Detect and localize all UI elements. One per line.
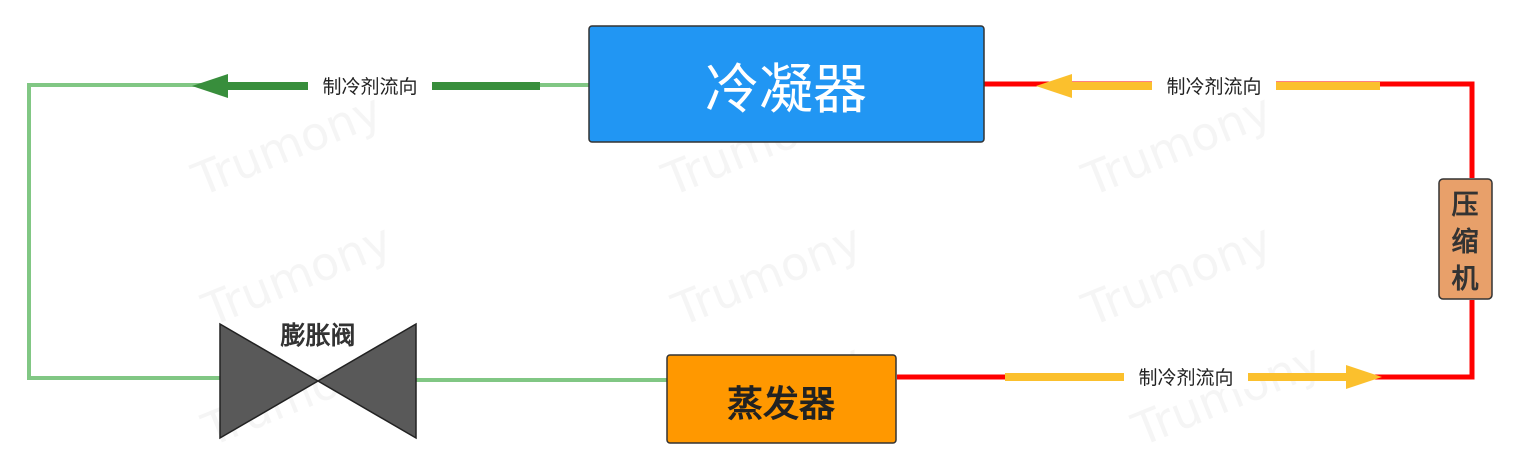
watermark-text: Trumony (184, 82, 389, 207)
flow-label-top-right: 制冷剂流向 (1166, 76, 1261, 98)
expansion-valve: 膨胀阀 (219, 321, 417, 440)
compressor-label-char: 机 (1452, 264, 1479, 295)
watermark-text: Trumony (1074, 82, 1279, 207)
evaporator-label: 蒸发器 (727, 384, 836, 425)
flow-arrow-top-right: 制冷剂流向 (1036, 74, 1380, 98)
compressor-box (1438, 178, 1493, 300)
condenser-box (588, 25, 985, 143)
compressor: 压 缩 机 (1438, 178, 1493, 300)
watermark-text: Trumony (194, 212, 399, 337)
compressor-label-char: 压 (1452, 190, 1479, 221)
flow-arrow-bottom-right: 制冷剂流向 (1005, 365, 1382, 389)
evaporator-box (666, 354, 897, 444)
compressor-label-char: 缩 (1452, 226, 1479, 258)
expansion-valve-label: 膨胀阀 (280, 321, 355, 350)
expansion-valve-icon (219, 322, 320, 440)
watermark-text: Trumony (664, 212, 869, 337)
flow-label-bottom-right: 制冷剂流向 (1138, 367, 1233, 389)
flow-arrow-top-left: 制冷剂流向 (192, 74, 540, 98)
condenser: 冷凝器 (588, 25, 985, 143)
expansion-valve-icon (316, 322, 417, 440)
watermark-text: Trumony (1074, 212, 1279, 337)
evaporator: 蒸发器 (666, 354, 897, 444)
condenser-label: 冷凝器 (705, 58, 867, 121)
watermark-text: Trumony (1124, 332, 1329, 457)
flow-label-top-left: 制冷剂流向 (322, 76, 417, 98)
